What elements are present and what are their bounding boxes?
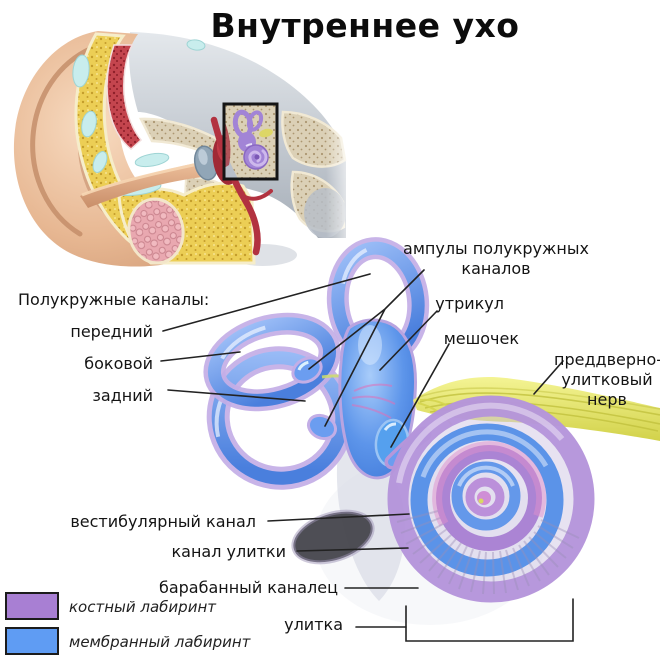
legend-item-membranous: мембранный лабиринт: [5, 627, 250, 655]
lateral-canal: [203, 312, 341, 412]
label-utricle: утрикул: [435, 294, 504, 313]
label-lateral-canal: боковой: [84, 354, 153, 373]
leader-ampullae: [308, 269, 425, 427]
bony-labyrinth-label: костный лабиринт: [69, 598, 216, 616]
labyrinth-illustration: [203, 237, 660, 625]
gland-tissue: [127, 197, 185, 265]
ear-canal: [80, 161, 208, 208]
page-title: Внутреннее ухо: [210, 6, 520, 45]
inset-rectangle: [222, 102, 279, 181]
vestibule-nerve-fibers: [351, 383, 396, 419]
leader-nerve: [533, 360, 564, 395]
label-tympanic-canal: барабанный каналец: [158, 578, 338, 597]
label-anterior-canal: передний: [70, 322, 153, 341]
inset-labyrinth: [232, 109, 269, 170]
cochlea-bracket: [405, 598, 574, 642]
leader-cochlear-canal: [296, 547, 409, 552]
muscle-band: [106, 44, 143, 150]
ampulla-posterior: [306, 413, 338, 441]
leader-posterior: [167, 389, 306, 402]
membranous-labyrinth-label: мембранный лабиринт: [69, 633, 251, 651]
ear-cross-section-thumbnail: [13, 28, 364, 267]
label-cochlear-canal: канал улитки: [171, 542, 286, 561]
leader-anterior: [162, 273, 371, 332]
cochlea-spiral: [387, 395, 595, 603]
leader-lines: [160, 269, 574, 642]
label-semicircular-canals-header: Полукружные каналы:: [18, 290, 210, 309]
leader-lateral: [160, 351, 241, 362]
label-posterior-canal: задний: [92, 386, 153, 405]
cochlea-striations: [396, 510, 580, 595]
ampulla-lateral: [291, 356, 323, 384]
label-vestibular-canal: вестибулярный канал: [70, 512, 256, 531]
helix-ridge: [30, 45, 95, 237]
label-cochlea: улитка: [284, 615, 343, 634]
label-vestibulocochlear-nerve: преддверно- улитковый нерв: [554, 350, 660, 409]
label-saccule: мешочек: [443, 329, 519, 348]
leader-vestibular-canal: [267, 513, 410, 522]
label-ampullae: ампулы полукружных каналов: [403, 239, 589, 278]
pinna: [13, 31, 237, 267]
legend-item-bony: костный лабиринт: [5, 592, 216, 620]
leader-utricle: [379, 310, 438, 371]
membranous-labyrinth-swatch: [5, 627, 59, 655]
inset-box: [222, 102, 279, 181]
bony-labyrinth-swatch: [5, 592, 59, 620]
leader-saccule: [390, 343, 450, 448]
artery: [210, 116, 261, 256]
